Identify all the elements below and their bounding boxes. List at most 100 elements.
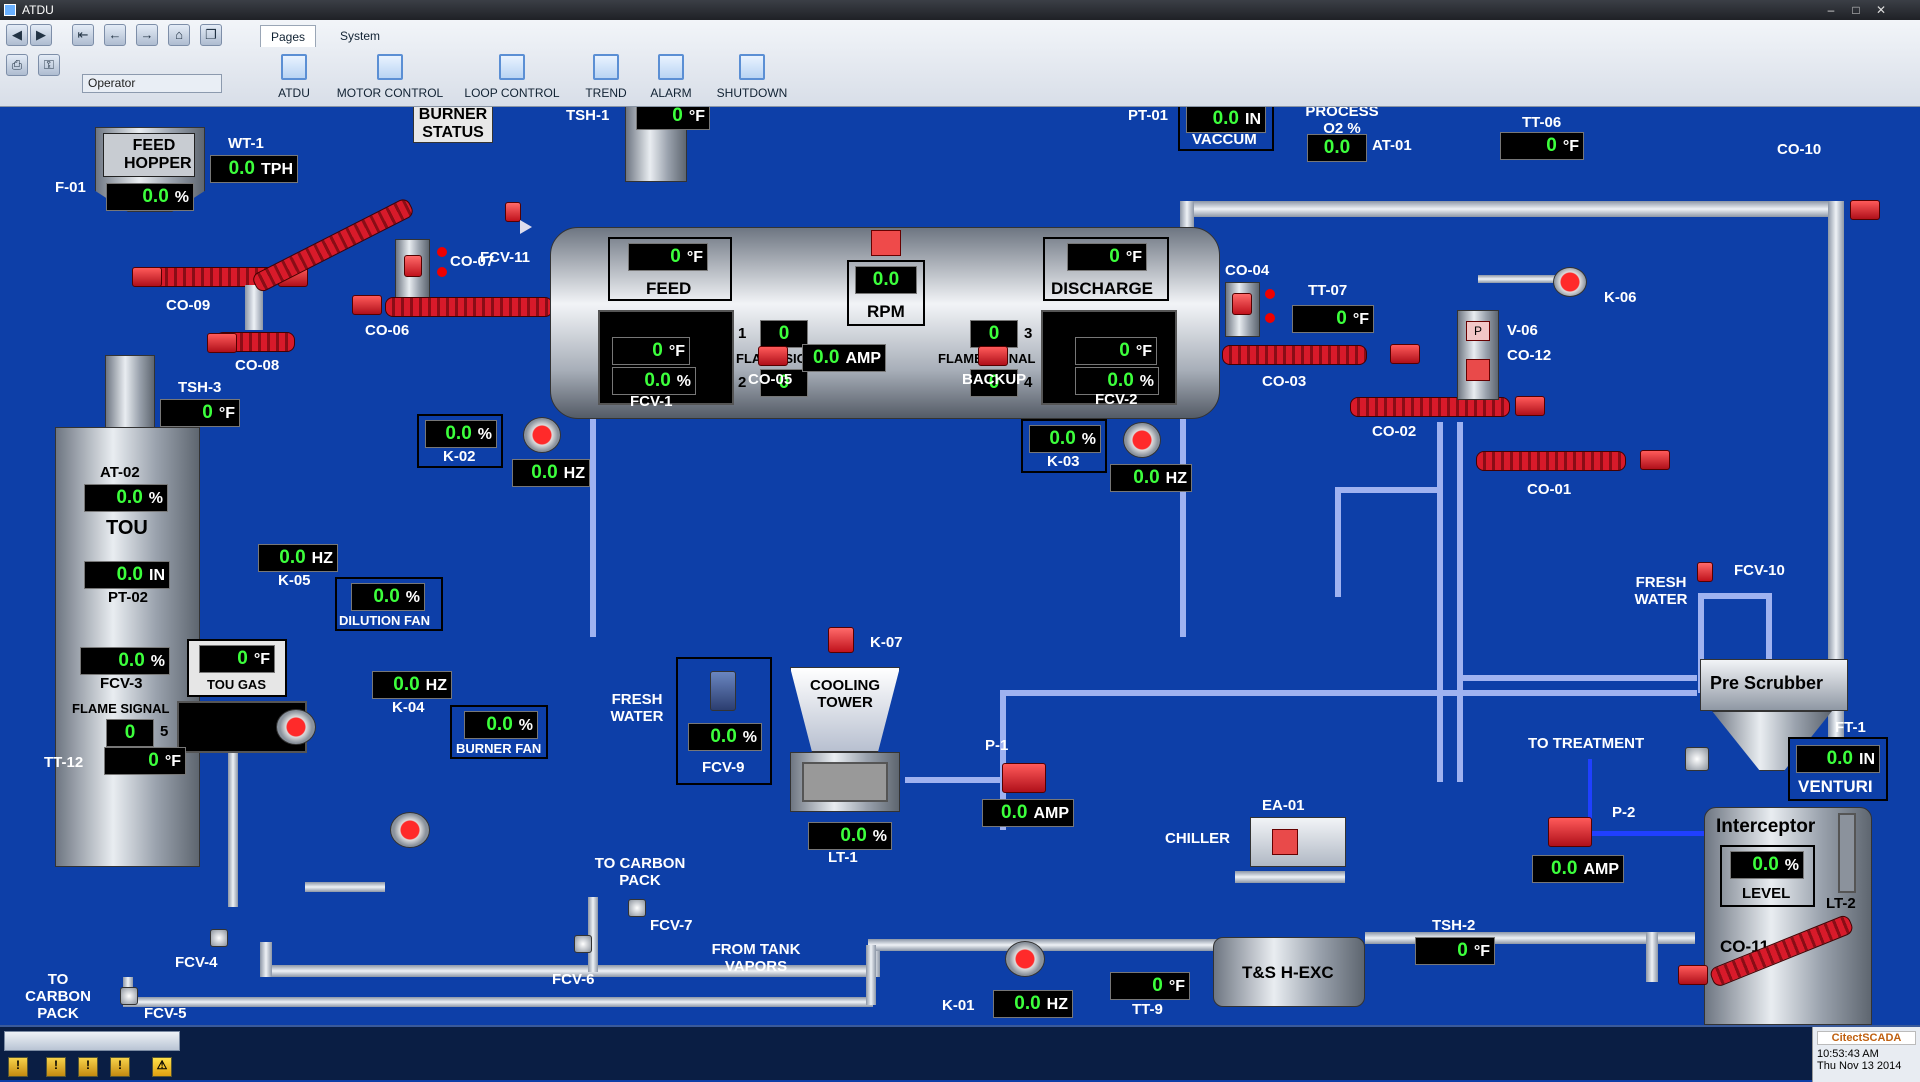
tab-system[interactable]: System xyxy=(340,29,381,43)
alarm-button[interactable]: ALARM xyxy=(645,54,697,100)
from-tank-vapors-label: FROM TANK VAPORS xyxy=(711,941,801,975)
k03-fan[interactable] xyxy=(1123,422,1161,458)
burner-status-button[interactable]: BURNER STATUS xyxy=(413,107,493,143)
co07-valve[interactable] xyxy=(404,255,422,277)
co06-conveyor[interactable] xyxy=(385,297,553,317)
tsh3-display: 0°F xyxy=(160,399,240,427)
previous-page-icon[interactable]: ← xyxy=(104,24,126,46)
discharge-temp-display: 0°F xyxy=(1067,243,1147,271)
window-icon[interactable]: ❐ xyxy=(200,24,222,46)
co08-conveyor[interactable] xyxy=(250,196,416,294)
atdu-page-button[interactable]: ATDU xyxy=(270,54,318,100)
maximize-button[interactable]: □ xyxy=(1852,3,1860,17)
co05-motor[interactable] xyxy=(758,346,788,366)
fcv4-valve[interactable] xyxy=(210,929,228,947)
co07-label: CO-07 xyxy=(450,253,495,270)
k04-label: K-04 xyxy=(392,699,425,716)
login-icon[interactable]: ⚿ xyxy=(38,54,60,76)
first-page-icon[interactable]: ⇤ xyxy=(72,24,94,46)
alarm-ack-icon[interactable]: ! xyxy=(110,1057,130,1077)
co02-motor[interactable] xyxy=(1515,396,1545,416)
rpm-alarm-indicator[interactable] xyxy=(871,230,901,256)
fcv1-temp-display: 0°F xyxy=(612,337,690,365)
loop-control-button[interactable]: LOOP CONTROL xyxy=(462,54,562,100)
fcv2-pct-display: 0.0% xyxy=(1075,367,1159,395)
tt12-display: 0°F xyxy=(104,747,186,775)
co01-conveyor[interactable] xyxy=(1476,451,1626,471)
treatment-line xyxy=(1588,759,1592,819)
alarm-list-icon[interactable]: ! xyxy=(46,1057,66,1077)
co02-conveyor[interactable] xyxy=(1350,397,1510,417)
co06-motor[interactable] xyxy=(352,295,382,315)
shutdown-button[interactable]: SHUTDOWN xyxy=(712,54,792,100)
co07-indicator xyxy=(437,247,447,257)
co09-motor[interactable] xyxy=(132,267,162,287)
lt2-box: 0.0% LEVEL xyxy=(1720,845,1815,907)
co01-motor[interactable] xyxy=(1640,450,1670,470)
ea01-label: EA-01 xyxy=(1262,797,1305,814)
trend-button[interactable]: TREND xyxy=(578,54,634,100)
ea01-indicator[interactable] xyxy=(1272,829,1298,855)
flame-3-number: 3 xyxy=(1024,325,1033,342)
k03-label: K-03 xyxy=(1047,453,1080,470)
fcv3-display: 0.0% xyxy=(80,647,170,675)
close-button[interactable]: ✕ xyxy=(1875,3,1887,17)
k05-fan[interactable] xyxy=(276,709,316,745)
v06-valve-indicator[interactable] xyxy=(1466,359,1490,381)
co03-conveyor[interactable] xyxy=(1222,345,1367,365)
v06-p-indicator[interactable]: P xyxy=(1466,321,1490,341)
print-icon[interactable]: ⎙ xyxy=(6,54,28,76)
home-icon[interactable]: ⌂ xyxy=(168,24,190,46)
fcv11-valve[interactable] xyxy=(505,202,521,222)
co10-motor[interactable] xyxy=(1850,200,1880,220)
co03-motor[interactable] xyxy=(1390,344,1420,364)
page-icon xyxy=(377,54,403,80)
page-icon xyxy=(593,54,619,80)
co11-motor[interactable] xyxy=(1678,965,1708,985)
pipe-k02 xyxy=(590,337,596,637)
fcv11-label: FCV-11 xyxy=(480,249,531,266)
fcv7-valve[interactable] xyxy=(628,899,646,917)
operator-field[interactable]: Operator xyxy=(82,74,222,93)
p1-pump[interactable] xyxy=(1002,763,1046,793)
window-title: ATDU xyxy=(22,3,54,17)
co08-motor[interactable] xyxy=(207,333,237,353)
co04-valve[interactable] xyxy=(1232,293,1252,315)
k01-pump[interactable] xyxy=(1005,941,1045,977)
p2-pump[interactable] xyxy=(1548,817,1592,847)
backup-label: BACKUP xyxy=(962,371,1027,388)
pt02-label: PT-02 xyxy=(108,589,149,606)
backup-motor[interactable] xyxy=(978,346,1008,366)
dilution-fan-display: 0.0% xyxy=(351,583,425,611)
dilution-fan-label: DILUTION FAN xyxy=(339,613,430,628)
pipe-hexc-up xyxy=(1646,932,1658,982)
pipe-cooling-water xyxy=(1000,690,1697,696)
minimize-button[interactable]: – xyxy=(1827,3,1835,17)
fcv10-valve[interactable] xyxy=(1697,562,1713,582)
k02-fan[interactable] xyxy=(523,417,561,453)
discharge-temp-box: 0°F DISCHARGE xyxy=(1043,237,1169,301)
motor-control-button[interactable]: MOTOR CONTROL xyxy=(335,54,445,100)
fcv6-valve[interactable] xyxy=(574,935,592,953)
k06-fan[interactable] xyxy=(1553,267,1587,297)
tt12-label: TT-12 xyxy=(44,754,84,771)
alarm-log-icon[interactable]: ! xyxy=(78,1057,98,1077)
forward-icon[interactable]: ▶ xyxy=(30,24,52,46)
co09-label: CO-09 xyxy=(166,297,211,314)
back-icon[interactable]: ◀ xyxy=(6,24,28,46)
k04-fan[interactable] xyxy=(390,812,430,848)
fcv9-valve[interactable] xyxy=(710,671,736,711)
k07-fan[interactable] xyxy=(828,627,854,653)
alarm-summary-icon[interactable]: ! xyxy=(8,1057,28,1077)
next-page-icon[interactable]: → xyxy=(136,24,158,46)
tab-pages[interactable]: Pages xyxy=(260,25,317,47)
warning-icon[interactable]: ⚠ xyxy=(152,1057,172,1077)
fcv5-valve[interactable] xyxy=(120,987,138,1005)
rpm-box: 0.0 RPM xyxy=(847,260,925,326)
venturi-valve[interactable] xyxy=(1685,747,1709,771)
